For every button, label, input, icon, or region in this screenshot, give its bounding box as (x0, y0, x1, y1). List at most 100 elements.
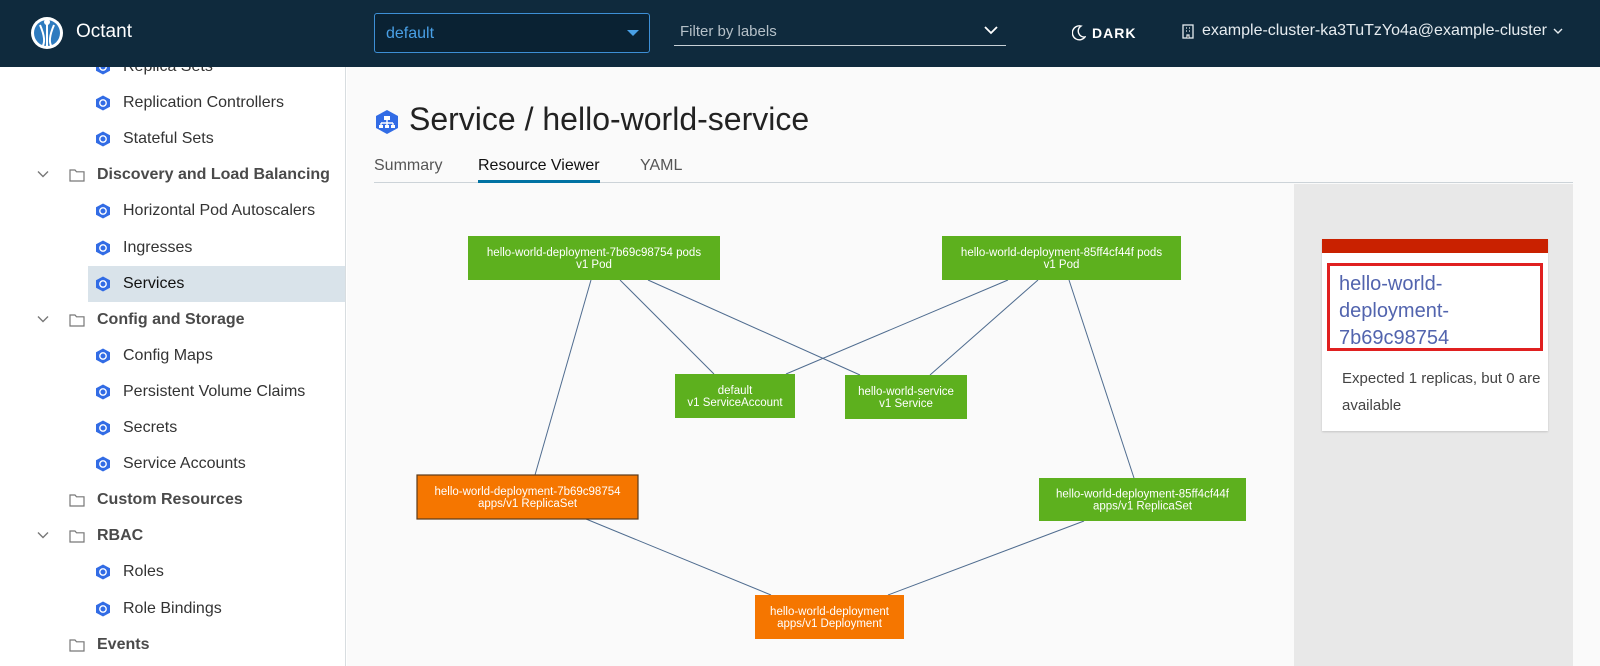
graph-node-name: hello-world-deployment-7b69c98754 pods (487, 247, 701, 259)
chevron-down-icon[interactable] (37, 170, 49, 178)
resource-link[interactable]: hello-world- deployment- 7b69c98754 (1339, 271, 1534, 352)
graph-edge (1068, 279, 1135, 479)
graph-edge (785, 279, 1009, 375)
graph-node-kind: v1 Pod (576, 259, 612, 271)
graph-node-kind: apps/v1 Deployment (777, 618, 883, 630)
replicaset-icon (96, 67, 110, 75)
graph-node-kind: v1 Pod (1044, 259, 1080, 271)
sidebar-navigation: Replica SetsReplication ControllersState… (0, 67, 346, 666)
rolebinding-icon (96, 601, 110, 616)
graph-node-box[interactable] (468, 236, 720, 280)
octant-logo-icon[interactable] (30, 13, 64, 53)
graph-node-box[interactable] (845, 375, 967, 419)
resource-link-line: 7b69c98754 (1339, 327, 1450, 349)
sidebar-group-discovery-and-load-balancing[interactable]: Discovery and Load Balancing (0, 157, 345, 193)
sidebar-item-label: Replication Controllers (123, 94, 284, 112)
graph-node-name: hello-world-deployment-7b69c98754 (434, 486, 621, 498)
sidebar-group-label: Events (97, 635, 150, 653)
top-navigation-bar: Octant default Filter by labels DARK exa… (0, 0, 1600, 67)
tab-yaml[interactable]: YAML (640, 157, 683, 174)
chevron-down-icon[interactable] (37, 531, 49, 539)
sidebar-group-rbac[interactable]: RBAC (0, 518, 345, 554)
graph-node-kind: apps/v1 ReplicaSet (478, 498, 578, 510)
chevron-down-icon[interactable] (37, 315, 49, 323)
chevron-down-icon[interactable] (984, 25, 998, 35)
graph-node-pods-7b[interactable]: hello-world-deployment-7b69c98754 podsv1… (468, 236, 720, 280)
sidebar-group-custom-resources[interactable]: Custom Resources (0, 482, 345, 518)
sidebar-item-label: Stateful Sets (123, 130, 214, 148)
sidebar-item-role-bindings[interactable]: Role Bindings (0, 591, 345, 627)
sidebar-item-label: Config Maps (123, 346, 213, 364)
tab-resource-viewer[interactable]: Resource Viewer (478, 157, 600, 183)
graph-edge (647, 279, 861, 376)
role-icon (96, 564, 110, 580)
graph-node-box[interactable] (675, 374, 795, 418)
graph-node-kind: v1 ServiceAccount (687, 397, 783, 409)
graph-node-name: hello-world-service (858, 386, 954, 398)
graph-node-rs-7b[interactable]: hello-world-deployment-7b69c98754apps/v1… (416, 474, 639, 520)
secret-icon (96, 420, 110, 436)
resource-status-card: hello-world- deployment- 7b69c98754 Expe… (1322, 239, 1548, 431)
sidebar-group-events[interactable]: Events (0, 627, 345, 663)
tab-summary[interactable]: Summary (374, 157, 443, 174)
main-content: Service / hello-world-service Summary Re… (347, 67, 1600, 666)
graph-edge (929, 279, 1039, 376)
serviceaccount-icon (96, 456, 110, 472)
sidebar-item-label: Service Accounts (123, 455, 246, 473)
selected-highlight (1327, 263, 1543, 351)
replication-controller-icon (96, 95, 110, 111)
sidebar-item-horizontal-pod-autoscalers[interactable]: Horizontal Pod Autoscalers (0, 193, 345, 229)
service-icon (376, 110, 398, 134)
theme-toggle-button[interactable]: DARK (1072, 23, 1136, 43)
sidebar-item-ingresses[interactable]: Ingresses (0, 230, 345, 266)
sidebar-group-config-and-storage[interactable]: Config and Storage (0, 302, 345, 338)
sidebar-item-label: Role Bindings (123, 599, 222, 617)
sidebar-item-roles[interactable]: Roles (0, 554, 345, 590)
graph-node-rs-85[interactable]: hello-world-deployment-85ff4cf44fapps/v1… (1039, 478, 1246, 521)
sidebar-item-services[interactable]: Services (88, 265, 345, 302)
sidebar-item-service-accounts[interactable]: Service Accounts (0, 446, 345, 482)
graph-node-name: hello-world-deployment-85ff4cf44f (1056, 489, 1230, 501)
app-title[interactable]: Octant (76, 21, 132, 42)
graph-edge (534, 279, 592, 476)
status-message: Expected 1 replicas, but 0 are available (1342, 370, 1541, 414)
graph-node-box[interactable] (416, 474, 639, 520)
page-title: Service / hello-world-service (409, 101, 810, 137)
sidebar-item-label: Ingresses (123, 238, 193, 256)
resource-link-line: hello-world- (1339, 273, 1443, 295)
sidebar-item-replica-sets[interactable]: Replica Sets (0, 67, 345, 85)
label-filter-input[interactable]: Filter by labels (674, 16, 1006, 46)
folder-icon (69, 638, 85, 652)
context-selector[interactable]: example-cluster-ka3TuTzYo4a@example-clus… (1180, 22, 1563, 40)
hpa-icon (96, 203, 110, 219)
sidebar-item-replication-controllers[interactable]: Replication Controllers (0, 85, 345, 121)
sidebar-item-config-maps[interactable]: Config Maps (0, 338, 345, 374)
resource-link-line: deployment- (1339, 300, 1450, 322)
graph-edge (585, 518, 772, 596)
graph-node-kind: apps/v1 ReplicaSet (1093, 501, 1193, 513)
graph-node-box[interactable] (755, 595, 904, 639)
graph-node-pods-85[interactable]: hello-world-deployment-85ff4cf44f podsv1… (942, 236, 1181, 280)
context-label: example-cluster-ka3TuTzYo4a@example-clus… (1202, 22, 1547, 39)
sidebar-item-secrets[interactable]: Secrets (0, 410, 345, 446)
folder-icon (69, 494, 85, 507)
sidebar-group-label: Config and Storage (97, 310, 245, 328)
sidebar-item-stateful-sets[interactable]: Stateful Sets (0, 121, 345, 157)
graph-node-kind: v1 Service (879, 398, 933, 410)
sidebar-group-label: Custom Resources (97, 491, 243, 509)
sidebar-item-persistent-volume-claims[interactable]: Persistent Volume Claims (0, 374, 345, 410)
namespace-value: default (386, 25, 435, 42)
sidebar-group-label: RBAC (97, 527, 144, 545)
namespace-select[interactable]: default (374, 13, 650, 53)
resource-graph[interactable]: hello-world-deployment-7b69c98754 podsv1… (374, 184, 1294, 666)
graph-node-name: hello-world-deployment-85ff4cf44f pods (961, 247, 1162, 259)
folder-icon (69, 314, 85, 327)
sidebar-item-label: Services (123, 274, 185, 292)
graph-node-box[interactable] (942, 236, 1181, 280)
graph-node-box[interactable] (1039, 478, 1246, 521)
sidebar-item-label: Replica Sets (123, 67, 213, 76)
statefulset-icon (96, 131, 110, 147)
